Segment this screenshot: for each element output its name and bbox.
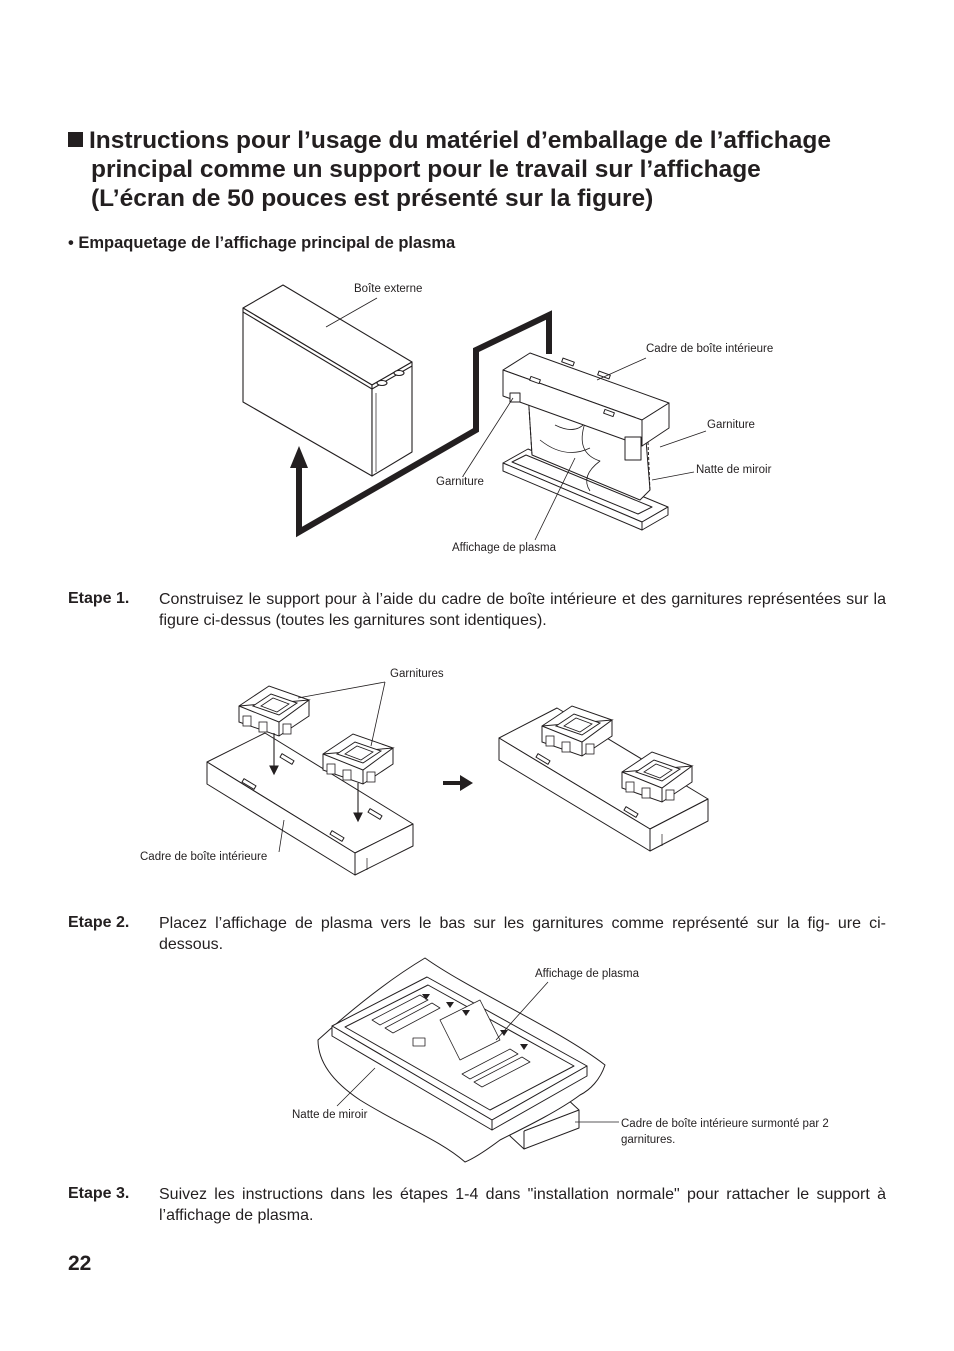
page-number: 22 (68, 1252, 92, 1275)
label-cushions: Garnitures (390, 668, 444, 680)
title-line-2: principal comme un support pour le trava… (91, 156, 761, 183)
label-inner-frame-2: Cadre de boîte intérieure (140, 851, 268, 863)
step1-text: Construisez le support pour à l’aide du … (159, 591, 886, 629)
page-title: Instructions pour l’usage du matériel d’… (68, 126, 898, 213)
label-outer-box: Boîte externe (354, 283, 423, 295)
step2-text: Placez l’affichage de plasma vers le bas… (159, 915, 886, 953)
section-subtitle: • Empaquetage de l’affichage principal d… (68, 234, 456, 252)
packing-figure (242, 284, 707, 541)
label-frame-with-cushions: Cadre de boîte intérieure surmonté par 2… (621, 1118, 829, 1146)
label-mirror-mat: Natte de miroir (696, 464, 772, 476)
label-inner-frame: Cadre de boîte intérieure (646, 343, 774, 355)
assembly-figure (206, 681, 709, 876)
square-bullet-icon (68, 132, 83, 147)
title-line-3: (L’écran de 50 pouces est présenté sur l… (91, 185, 654, 212)
outer-box-side (371, 361, 413, 477)
move-arrow-head (290, 446, 308, 468)
step3-label: Etape 3. (68, 1185, 130, 1202)
step3-text: Suivez les instructions dans les étapes … (159, 1186, 886, 1224)
move-arrow (296, 310, 552, 538)
step2-label: Etape 2. (68, 914, 130, 931)
label-plasma-display: Affichage de plasma (452, 542, 556, 554)
label-cushion-right: Garniture (707, 419, 755, 431)
label-plasma-display-2: Affichage de plasma (535, 968, 639, 980)
title-line-1: Instructions pour l’usage du matériel d’… (89, 127, 831, 154)
plasma-face-down-figure (317, 957, 619, 1163)
label-cushion-left: Garniture (436, 476, 484, 488)
step1-label: Etape 1. (68, 590, 130, 607)
label-mirror-mat-2: Natte de miroir (292, 1109, 368, 1121)
